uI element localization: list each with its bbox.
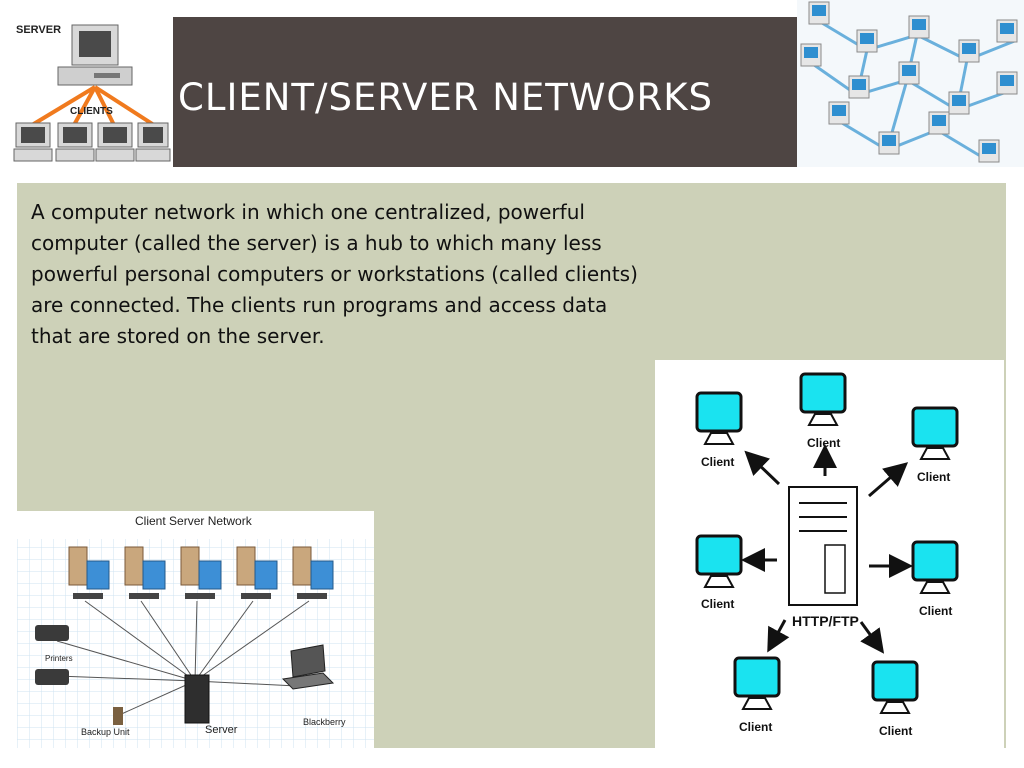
backup-unit-label: Backup Unit: [81, 727, 130, 737]
network-3d-image: [797, 0, 1024, 167]
network-diagram-title: Client Server Network: [135, 514, 253, 528]
client-monitor-icon: [911, 540, 959, 594]
server-clients-image: SERVER CLIENTS: [10, 17, 173, 167]
slide-body-text: A computer network in which one centrali…: [31, 200, 638, 348]
laptop-icon: [281, 644, 335, 690]
server-tower-icon: [184, 674, 210, 724]
clients-label: CLIENTS: [70, 106, 113, 117]
client-label: Client: [807, 436, 840, 450]
client-monitor-icon: [695, 391, 743, 445]
client-label: Client: [701, 455, 734, 469]
server-label: SERVER: [16, 24, 61, 36]
client-monitor-icon: [799, 372, 847, 426]
server-protocol-label: HTTP/FTP: [792, 613, 859, 629]
client-label: Client: [879, 724, 912, 738]
client-monitor-icon: [695, 534, 743, 588]
client-label: Client: [919, 604, 952, 618]
blackberry-label: Blackberry: [303, 717, 346, 727]
client-server-network-diagram: Client Server Network: [17, 511, 374, 748]
workstation-icons: [68, 546, 334, 599]
printers-label: Printers: [45, 654, 73, 663]
http-ftp-diagram: HTTP/FTP: [655, 360, 1004, 748]
slide-title: CLIENT/SERVER NETWORKS: [178, 76, 714, 119]
client-label: Client: [917, 470, 950, 484]
client-monitor-icon: [871, 660, 919, 714]
client-label: Client: [739, 720, 772, 734]
printer-icons: [35, 625, 69, 685]
server-computer-icon: [57, 24, 133, 86]
client-label: Client: [701, 597, 734, 611]
backup-unit-icon: [113, 707, 123, 725]
client-monitor-icon: [911, 406, 959, 460]
title-bar: [173, 17, 797, 167]
server-tower-icon: [788, 486, 858, 606]
client-monitor-icon: [733, 656, 781, 710]
networked-computers-icon: [800, 1, 1018, 163]
server-label: Server: [205, 724, 238, 736]
